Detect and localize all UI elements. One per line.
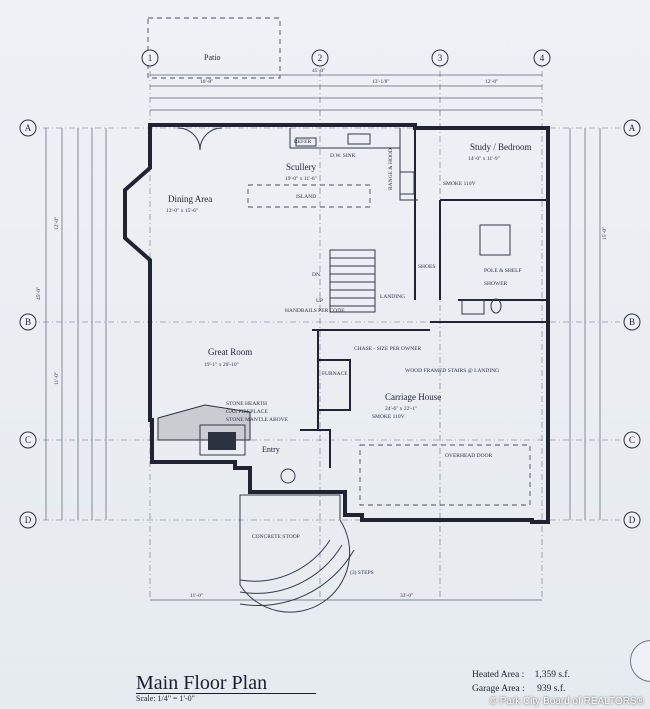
- grid-bubble-d-left: D: [19, 511, 37, 529]
- shoes-note: SHOES: [418, 264, 435, 270]
- concrete-stoop: [239, 494, 355, 613]
- pole-shelf-note: POLE & SHELF: [484, 268, 522, 274]
- heated-area-value: 1,359 s.f.: [534, 670, 570, 680]
- svg-text:C: C: [629, 435, 635, 445]
- svg-text:C: C: [25, 435, 31, 445]
- landing-note: LANDING: [380, 294, 405, 300]
- carriage-dim: 24'-6" x 22'-1": [385, 406, 417, 412]
- svg-text:A: A: [629, 123, 636, 133]
- patio-door-swing-left: [177, 127, 201, 151]
- dim-top-total: 45'-0": [312, 68, 325, 74]
- steps-note: (3) STEPS: [350, 569, 374, 576]
- grid-bubble-a-left: A: [19, 119, 37, 137]
- watermark-text: © Park City Board of REALTORS®: [489, 696, 644, 707]
- dim-right-a: 15'-0": [602, 227, 608, 240]
- dim-top-b: 13'-1/8": [372, 79, 390, 85]
- chase-note: CHASE - SIZE PER OWNER: [354, 346, 422, 352]
- grid-bubble-a-right: A: [623, 119, 641, 137]
- plan-scale: Scale: 1/4" = 1'-0": [136, 694, 195, 703]
- svg-text:A: A: [25, 123, 32, 133]
- svg-text:4: 4: [540, 53, 545, 63]
- patio-door-swing-right: [199, 127, 223, 151]
- sink-fixture: [347, 133, 371, 145]
- wood-stairs-note: WOOD FRAMED STAIRS @ LANDING: [405, 368, 499, 374]
- carriage-label: Carriage House: [385, 392, 441, 402]
- overhead-door-note: OVERHEAD DOOR: [445, 453, 493, 459]
- refer-note: REFER: [294, 139, 311, 145]
- svg-text:1: 1: [148, 53, 153, 63]
- stoop-note: CONCRETE STOOP: [252, 534, 300, 540]
- garage-area-row: Garage Area : 939 s.f.: [472, 684, 565, 694]
- grid-bubble-1: 1: [141, 49, 159, 67]
- grid-bubble-c-right: C: [623, 431, 641, 449]
- grid-bubble-b-left: B: [19, 313, 37, 331]
- up-note: UP: [316, 298, 323, 304]
- toilet-fixture: [490, 298, 502, 314]
- exterior-walls: [123, 123, 550, 524]
- stone-mantle-note: STONE MANTLE ABOVE: [226, 417, 289, 423]
- dim-top-a: 10'-8": [200, 79, 213, 85]
- vanity-fixture: [461, 299, 485, 315]
- stairs: [329, 249, 376, 313]
- fireplace: [157, 404, 251, 456]
- great-room-dim: 19'-1" x 20'-10": [204, 362, 239, 368]
- svg-text:B: B: [25, 317, 31, 327]
- grid-bubble-b-right: B: [623, 313, 641, 331]
- gas-fireplace-note: GAS FIREPLACE: [226, 409, 268, 415]
- svg-text:D: D: [25, 515, 32, 525]
- grid-bubble-2: 2: [311, 49, 329, 67]
- smoke-note-carriage: SMOKE 110V: [372, 414, 405, 420]
- study-dim: 14'-0" x 11'-9": [468, 156, 500, 162]
- grid-bubble-3: 3: [431, 49, 449, 67]
- dim-top-c: 12'-0": [485, 79, 498, 85]
- svg-text:B: B: [629, 317, 635, 327]
- svg-text:D: D: [629, 515, 636, 525]
- dim-left-b: 11'-0": [54, 372, 60, 385]
- dw-sink-note: D.W. SINK: [330, 153, 356, 159]
- grid-bubble-d-right: D: [623, 511, 641, 529]
- refer-fixture: [295, 137, 317, 147]
- svg-text:2: 2: [318, 53, 323, 63]
- range-note: RANGE & HOOD: [388, 148, 394, 190]
- svg-text:3: 3: [438, 53, 443, 63]
- heated-area-label: Heated Area :: [472, 670, 525, 680]
- heated-area-row: Heated Area : 1,359 s.f.: [472, 670, 570, 680]
- grid-bubble-c-left: C: [19, 431, 37, 449]
- overhead-door-outline: [359, 444, 531, 506]
- wall-entry-closet: [300, 429, 331, 468]
- title-block: Main Floor Plan Scale: 1/4" = 1'-0": [136, 672, 267, 703]
- range-fixture: [399, 171, 415, 195]
- stone-hearth-note: STONE HEARTH: [226, 401, 267, 407]
- scullery-dim: 19'-0" x 11'-6": [285, 176, 317, 182]
- patio-outline: [147, 17, 281, 79]
- dining-label: Dining Area: [168, 194, 212, 204]
- plan-title: Main Floor Plan: [136, 672, 268, 694]
- dim-bottom-a: 11'-0": [190, 593, 203, 599]
- dim-left-total: 45'-0": [36, 287, 42, 300]
- garage-area-label: Garage Area :: [472, 684, 525, 694]
- furnace-label: FURNACE: [322, 371, 348, 377]
- entry-marker: [280, 468, 296, 484]
- study-label: Study / Bedroom: [470, 142, 532, 152]
- smoke-note-study: SMOKE 110V: [443, 181, 476, 187]
- patio-label: Patio: [204, 53, 220, 62]
- scullery-counter: [289, 128, 418, 201]
- grid-bubble-4: 4: [533, 49, 551, 67]
- scullery-label: Scullery: [286, 162, 316, 172]
- dim-left-a: 12'-0": [54, 217, 60, 230]
- garage-area-value: 939 s.f.: [537, 684, 566, 694]
- dn-note: DN: [312, 272, 320, 278]
- island-note: ISLAND: [296, 194, 316, 200]
- dining-dim: 13'-0" x 15'-6": [166, 208, 198, 214]
- entry-label: Entry: [262, 445, 280, 454]
- shower-note: SHOWER: [484, 281, 508, 287]
- handrail-note: HANDRAILS PER CODE: [285, 308, 345, 314]
- title-underline: [136, 693, 316, 694]
- wall-furnace: [318, 359, 351, 411]
- dim-bottom-b: 33'-0": [400, 593, 413, 599]
- great-room-label: Great Room: [208, 347, 252, 357]
- shower-fixture: [479, 224, 511, 256]
